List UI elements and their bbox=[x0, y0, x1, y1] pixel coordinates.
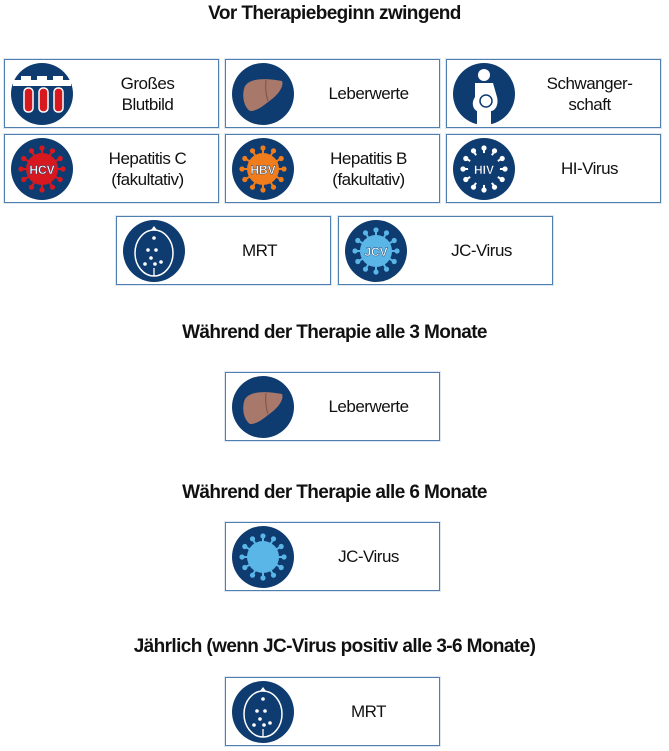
test-label: MRT bbox=[241, 241, 278, 260]
test-label: Schwanger- schaft bbox=[546, 73, 633, 114]
test-card-schwanger-schaft: Schwanger- schaft bbox=[446, 59, 661, 128]
test-card-mrt: MRT bbox=[116, 216, 331, 285]
section-heading-before-therapy: Vor Therapiebeginn zwingend bbox=[208, 3, 461, 24]
test-card-leberwerte: Leberwerte bbox=[225, 372, 440, 441]
test-card-jc-virus: JCV JC-Virus bbox=[338, 216, 553, 285]
mrt-brain-icon bbox=[232, 681, 294, 743]
test-label: JC-Virus bbox=[451, 241, 512, 260]
jcv-virus-icon bbox=[232, 526, 294, 588]
test-card-großes-blutbild: Großes Blutbild bbox=[4, 59, 219, 128]
liver-icon bbox=[232, 376, 294, 438]
section-heading-every-3-months: Während der Therapie alle 3 Monate bbox=[182, 322, 487, 343]
test-card-leberwerte: Leberwerte bbox=[225, 59, 440, 128]
test-card-hepatitis-b-fakultativ: HBV Hepatitis B (fakultativ) bbox=[225, 134, 440, 203]
test-card-hi-virus: HIV HI-Virus bbox=[446, 134, 661, 203]
svg-text:HIV: HIV bbox=[474, 163, 494, 177]
test-label: Hepatitis B (fakultativ) bbox=[330, 148, 407, 189]
test-label: Leberwerte bbox=[328, 84, 409, 103]
liver-icon bbox=[232, 63, 294, 125]
test-label: Leberwerte bbox=[328, 397, 409, 416]
section-heading-every-6-months: Während der Therapie alle 6 Monate bbox=[182, 482, 487, 503]
test-label: HI-Virus bbox=[560, 159, 619, 178]
test-label: MRT bbox=[350, 702, 387, 721]
test-card-mrt: MRT bbox=[225, 677, 440, 746]
hcv-virus-icon: HCV bbox=[11, 138, 73, 200]
test-label: Großes Blutbild bbox=[120, 73, 175, 114]
pregnancy-icon bbox=[453, 63, 515, 125]
svg-text:JCV: JCV bbox=[364, 245, 387, 259]
svg-text:HBV: HBV bbox=[250, 163, 275, 177]
test-card-hepatitis-c-fakultativ: HCV Hepatitis C (fakultativ) bbox=[4, 134, 219, 203]
mrt-brain-icon bbox=[123, 220, 185, 282]
test-label: JC-Virus bbox=[338, 547, 399, 566]
test-label: Hepatitis C (fakultativ) bbox=[108, 148, 187, 189]
svg-text:HCV: HCV bbox=[29, 163, 54, 177]
hbv-virus-icon: HBV bbox=[232, 138, 294, 200]
section-heading-yearly: Jährlich (wenn JC-Virus positiv alle 3-6… bbox=[133, 636, 536, 657]
test-card-jc-virus: JC-Virus bbox=[225, 522, 440, 591]
jcv-virus-icon: JCV bbox=[345, 220, 407, 282]
blood-tubes-icon bbox=[11, 63, 73, 125]
hiv-virus-icon: HIV bbox=[453, 138, 515, 200]
